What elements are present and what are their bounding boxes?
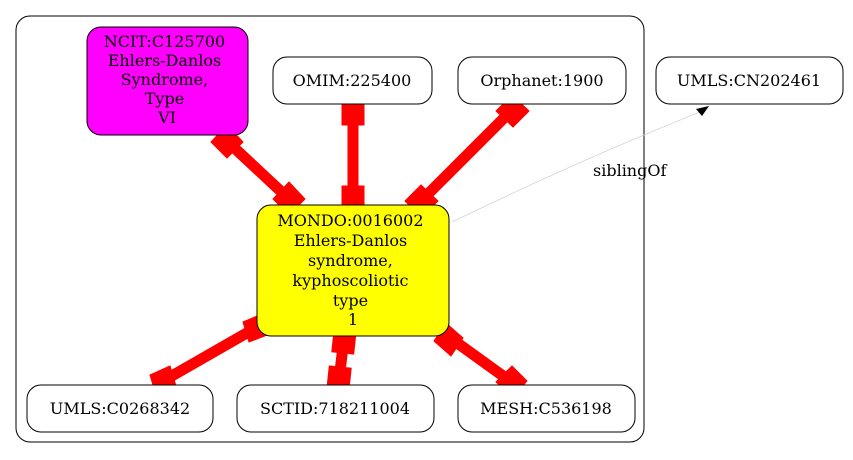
node-center-line-3: syndrome, <box>308 251 393 270</box>
node-ncit-line-4: Type <box>145 89 184 108</box>
edge-sctid <box>326 327 357 393</box>
node-mesh[interactable]: MESH:C536198 <box>457 384 636 433</box>
node-center-line-1: MONDO:0016002 <box>277 211 423 230</box>
node-umls-cn-label: UMLS:CN202461 <box>677 71 821 90</box>
node-ncit-line-5: VI <box>157 108 176 127</box>
edge-umls-c <box>149 312 271 396</box>
edge-ncit <box>210 124 306 216</box>
node-ncit-line-3: Syndrome, <box>121 70 209 89</box>
cluster-box <box>15 15 645 443</box>
node-umls-cn[interactable]: UMLS:CN202461 <box>655 56 844 105</box>
node-center[interactable]: MONDO:0016002 Ehlers-Danlos syndrome, ky… <box>256 204 450 337</box>
node-sctid[interactable]: SCTID:718211004 <box>236 384 435 433</box>
node-center-line-6: 1 <box>348 310 358 329</box>
node-ncit-line-2: Ehlers-Danlos <box>108 51 221 70</box>
node-sctid-label: SCTID:718211004 <box>260 399 410 418</box>
node-ncit-line-1: NCIT:C125700 <box>104 32 225 51</box>
node-omim-label: OMIM:225400 <box>293 71 412 90</box>
node-center-line-4: kyphoscoliotic <box>292 271 408 290</box>
sibling-edge: siblingOf <box>451 106 709 223</box>
node-ncit[interactable]: NCIT:C125700 Ehlers-Danlos Syndrome, Typ… <box>86 26 249 136</box>
sibling-edge-label: siblingOf <box>593 161 667 180</box>
node-center-line-2: Ehlers-Danlos <box>294 231 407 250</box>
sibling-edge-arrowhead <box>696 106 709 116</box>
node-umls-c[interactable]: UMLS:C0268342 <box>26 384 214 433</box>
node-omim[interactable]: OMIM:225400 <box>272 56 433 105</box>
edge-ncit-end-top <box>210 124 244 159</box>
node-mesh-label: MESH:C536198 <box>480 399 612 418</box>
node-orphanet[interactable]: Orphanet:1900 <box>457 56 627 105</box>
node-center-line-5: type <box>333 291 368 310</box>
svg-text:NCIT:C125700 Ehlers-Danl: NCIT:C125700 Ehlers-Danlos Syndrome, Typ… <box>104 32 230 127</box>
svg-text:MONDO:0016002 Ehlers-Dan: MONDO:0016002 Ehlers-Danlos syndrome, ky… <box>277 211 428 329</box>
node-umls-c-label: UMLS:C0268342 <box>50 399 190 418</box>
node-orphanet-label: Orphanet:1900 <box>480 71 603 90</box>
edge-omim <box>341 98 365 213</box>
edge-orphanet <box>404 94 530 218</box>
